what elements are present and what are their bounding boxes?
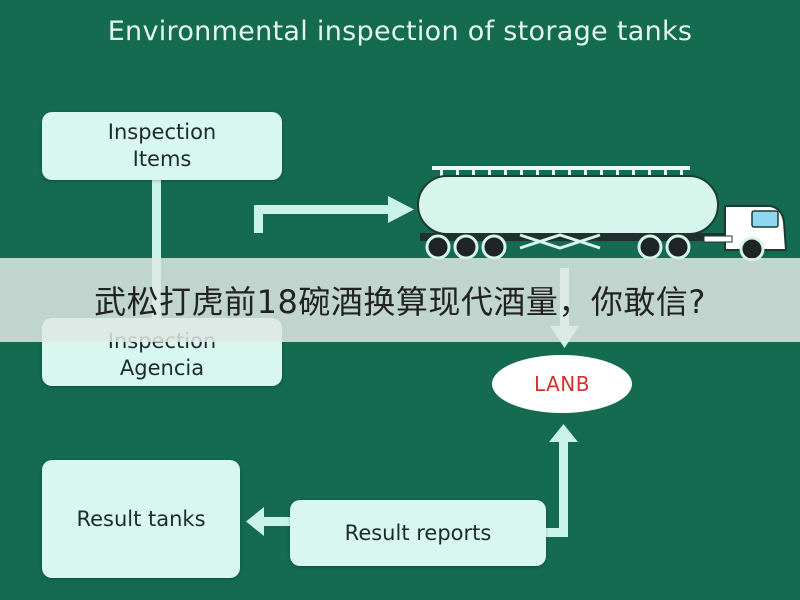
node-inspection-items-line1: Inspection <box>107 120 217 144</box>
node-result-reports: Result reports <box>290 500 546 566</box>
node-inspection-items-line2: Items <box>132 147 192 171</box>
node-inspection-agency-line2: Agencia <box>119 356 205 380</box>
tanker-truck-icon <box>417 166 788 262</box>
diagram-title: Environmental inspection of storage tank… <box>107 16 693 47</box>
caption-overlay-banner: 武松打虎前18碗酒换算现代酒量，你敢信? <box>0 258 800 342</box>
arrow-reports-to-tanks <box>246 507 292 536</box>
connector-items-to-agency <box>152 180 161 320</box>
node-lanb: LANB <box>492 355 632 413</box>
arrow-to-truck <box>254 196 414 233</box>
arrow-reports-to-lanb <box>546 424 578 537</box>
node-result-tanks: Result tanks <box>42 460 240 578</box>
node-inspection-items: Inspection Items <box>42 112 282 180</box>
